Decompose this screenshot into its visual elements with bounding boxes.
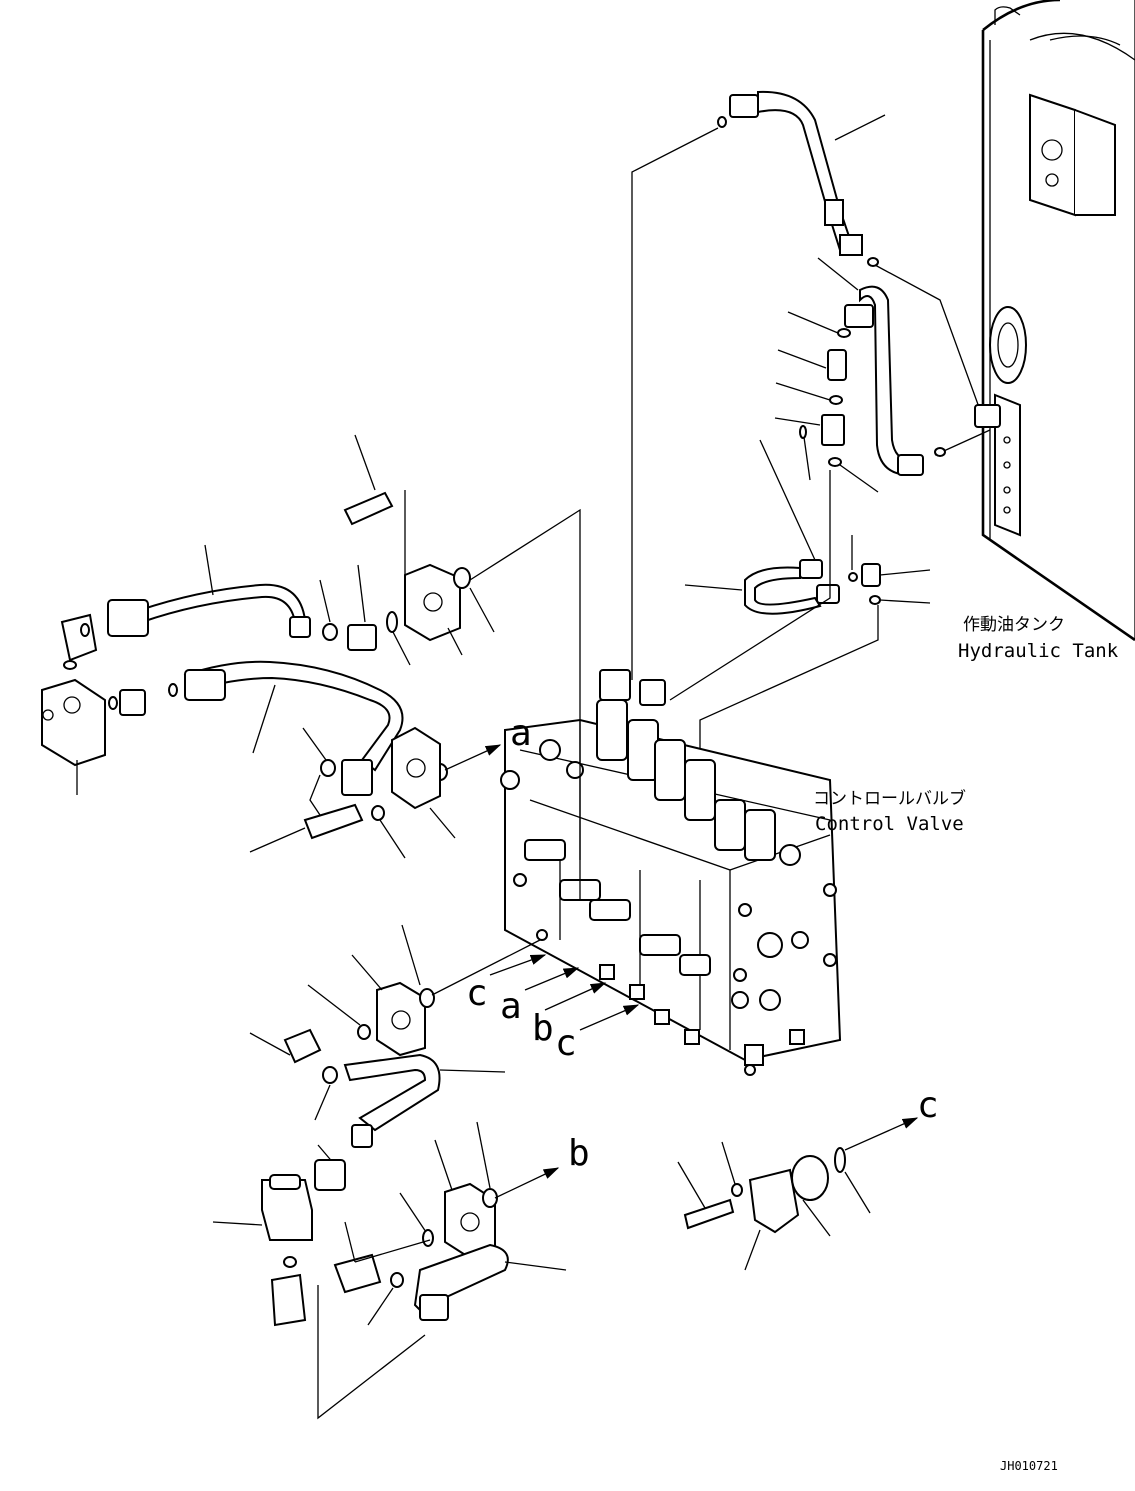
lower-flange-group	[333, 1121, 567, 1326]
lower-left-group	[249, 924, 541, 1148]
lower-left-coupler	[212, 1144, 426, 1420]
tank-label-en: Hydraulic Tank	[958, 640, 1119, 662]
ref-letter-b-mid: b	[532, 1008, 554, 1049]
ref-letter-c-mid2: c	[555, 1023, 577, 1064]
hydraulic-tank	[981, 0, 1135, 642]
o-ring	[934, 447, 946, 457]
left-block-fitting	[41, 678, 178, 795]
ref-letter-c-right: c	[917, 1085, 939, 1126]
o-ring	[717, 116, 727, 128]
leader-line	[874, 264, 991, 419]
upper-left-flanges	[343, 434, 581, 900]
tank-port-fitting	[974, 404, 1001, 428]
tank-label-jp: 作動油タンク	[963, 615, 1065, 635]
ref-letter-a-mid: a	[500, 986, 522, 1027]
ref-letter-c-mid: c	[466, 973, 488, 1014]
upper-left-hose	[60, 544, 338, 670]
lower-left-hose	[183, 660, 448, 859]
ref-letter-a-upper: a	[510, 713, 532, 754]
valve-label-en: Control Valve	[815, 813, 964, 835]
lower-right-group	[677, 1141, 871, 1271]
drawing-id: JH010721	[1000, 1459, 1058, 1473]
o-ring	[867, 257, 879, 267]
leader-line	[631, 127, 719, 680]
ref-letter-b-lower: b	[568, 1133, 590, 1174]
fitting-stack	[774, 311, 879, 493]
reference-arrows	[444, 744, 919, 1199]
valve-label-jp: コントロールバルブ	[813, 788, 966, 809]
upper-return-hose	[729, 90, 886, 256]
second-hose	[817, 257, 924, 477]
drain-hose	[669, 439, 931, 760]
